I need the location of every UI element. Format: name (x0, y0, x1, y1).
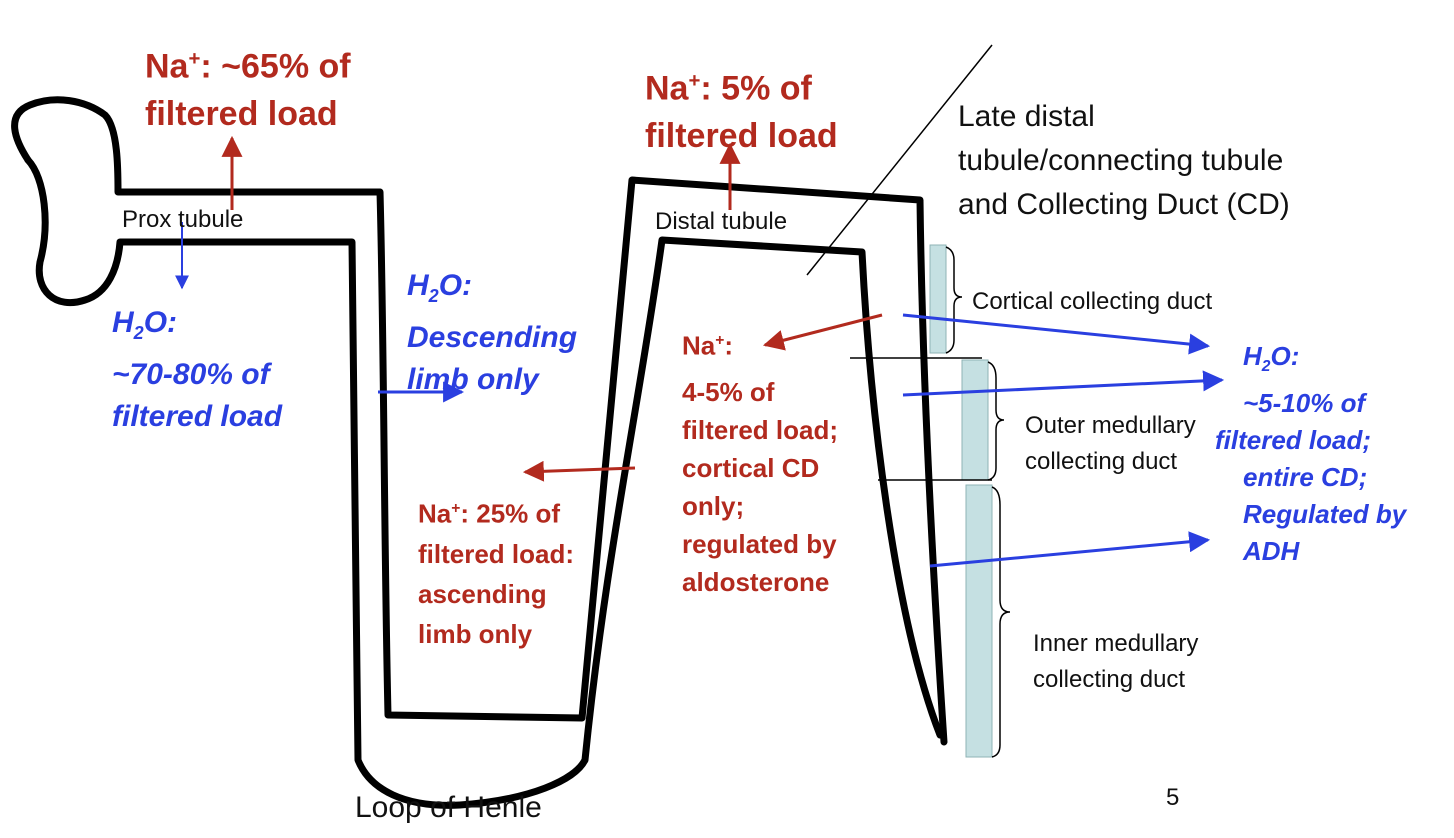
sodium-symbol: Na (145, 47, 189, 86)
water-arrow-outer (902, 370, 1225, 397)
water-descending-label: H2O: Descending limb only (407, 265, 577, 401)
water-descending-line-1: Descending (407, 321, 578, 354)
sodium-loop-label: Na+: 25% of filtered load: ascending lim… (418, 489, 574, 654)
late-distal-line-2: tubule/connecting tubule (958, 144, 1284, 177)
sodium-collecting-line-2: 4-5% of (682, 376, 775, 407)
water-sub: 2 (428, 286, 439, 306)
sodium-charge: + (715, 332, 725, 349)
late-distal-line-3: and Collecting Duct (CD) (958, 188, 1290, 221)
outer-cd-label: Outer medullary collecting duct (1025, 408, 1196, 480)
sodium-charge: + (451, 500, 461, 517)
sodium-charge: + (188, 48, 201, 70)
sodium-distal-line-1: : 5% of (700, 69, 812, 108)
water-collecting-line-1: ~5-10% of (1243, 388, 1366, 419)
outer-duct-bar (961, 359, 989, 481)
cortical-brace (945, 246, 963, 354)
inner-cd-line-2: collecting duct (1033, 666, 1186, 693)
tubule-outline (11, 96, 948, 809)
water-h: H (407, 269, 429, 302)
outer-cd-line-1: Outer medullary (1025, 412, 1196, 439)
sodium-collecting-line-6: regulated by (682, 528, 837, 559)
sodium-proximal-line-2: filtered load (145, 95, 338, 134)
water-sub: 2 (1261, 358, 1271, 376)
inner-cd-label: Inner medullary collecting duct (1033, 626, 1198, 698)
sodium-loop-line-4: limb only (418, 618, 533, 649)
sodium-collecting-line-7: aldosterone (682, 566, 830, 597)
sodium-collecting-line-4: cortical CD (682, 452, 820, 483)
inner-brace (991, 486, 1011, 758)
outer-brace (987, 361, 1005, 481)
sodium-arrow-collecting (762, 313, 883, 351)
loop-of-henle-label: Loop of Henle (355, 791, 542, 824)
sodium-collecting-line-3: filtered load; (682, 414, 839, 445)
sodium-distal-label: Na+: 5% of filtered load (645, 57, 838, 160)
sodium-symbol: Na (682, 330, 716, 361)
late-distal-label: Late distal tubule/connecting tubule and… (958, 95, 1290, 227)
water-o: O: (1270, 341, 1300, 371)
water-sub: 2 (133, 323, 144, 343)
water-collecting-line-3: entire CD; (1243, 462, 1368, 493)
late-distal-leader (806, 44, 993, 276)
water-collecting-line-5: ADH (1243, 536, 1300, 567)
water-collecting-line-4: Regulated by (1243, 499, 1407, 530)
water-o: O: (143, 306, 178, 339)
distal-tubule-label: Distal tubule (655, 208, 788, 235)
water-collecting-label: H2O: ~5-10% of filtered load; entire CD;… (1215, 338, 1407, 570)
sodium-loop-line-1: : 25% of (460, 498, 561, 529)
water-h: H (1243, 341, 1262, 371)
inner-duct-bar (965, 484, 993, 758)
sodium-proximal-label: Na+: ~65% of filtered load (145, 35, 351, 138)
water-descending-line-2: limb only (407, 363, 539, 396)
water-proximal-line-2: filtered load (112, 400, 283, 433)
sodium-collecting-line-1: : (724, 330, 734, 361)
late-distal-line-1: Late distal (958, 100, 1095, 133)
outer-cd-line-2: collecting duct (1025, 448, 1178, 475)
sodium-proximal-line-1: : ~65% of (200, 47, 351, 86)
sodium-charge: + (688, 70, 701, 92)
sodium-symbol: Na (418, 498, 452, 529)
cortical-duct-bar (929, 244, 947, 354)
sodium-distal-line-2: filtered load (645, 117, 838, 156)
sodium-collecting-line-5: only; (682, 490, 745, 521)
page-number: 5 (1166, 784, 1180, 811)
water-arrow-cortical (902, 313, 1211, 355)
sodium-loop-line-3: ascending (418, 578, 547, 609)
sodium-loop-line-2: filtered load: (418, 538, 575, 569)
sodium-collecting-label: Na+: 4-5% of filtered load; cortical CD … (682, 322, 838, 601)
inner-cd-line-1: Inner medullary (1033, 630, 1199, 657)
water-h: H (112, 306, 134, 339)
prox-tubule-label: Prox tubule (122, 206, 244, 233)
water-collecting-line-2: filtered load; (1215, 425, 1372, 456)
water-proximal-label: H2O: ~70-80% of filtered load (112, 302, 282, 438)
water-proximal-line-1: ~70-80% of (112, 358, 270, 391)
water-o: O: (438, 269, 473, 302)
sodium-arrow-loop (522, 460, 636, 482)
cortical-cd-label: Cortical collecting duct (972, 288, 1213, 315)
sodium-symbol: Na (645, 69, 689, 108)
water-arrow-inner (929, 531, 1211, 568)
